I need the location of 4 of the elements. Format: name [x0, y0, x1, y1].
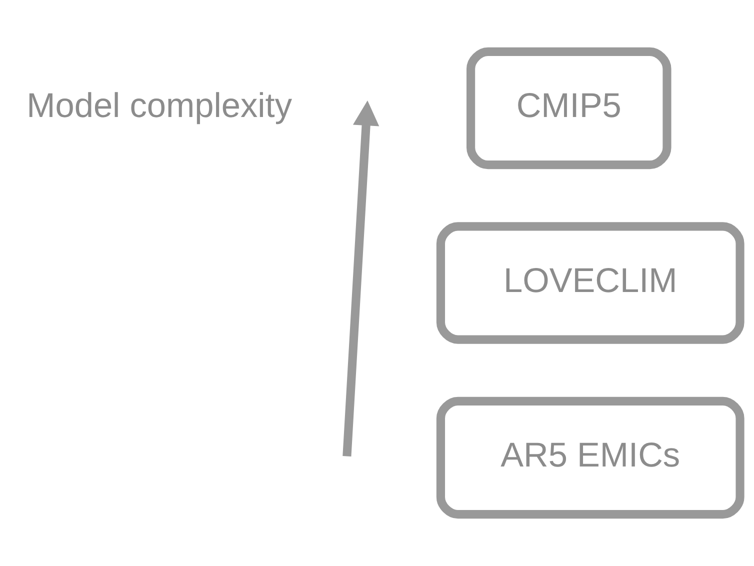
node-box: AR5 EMICs [436, 396, 744, 519]
node-box: LOVECLIM [436, 222, 744, 344]
label: Model complexity [26, 87, 292, 126]
node-box: CMIP5 [466, 47, 672, 170]
